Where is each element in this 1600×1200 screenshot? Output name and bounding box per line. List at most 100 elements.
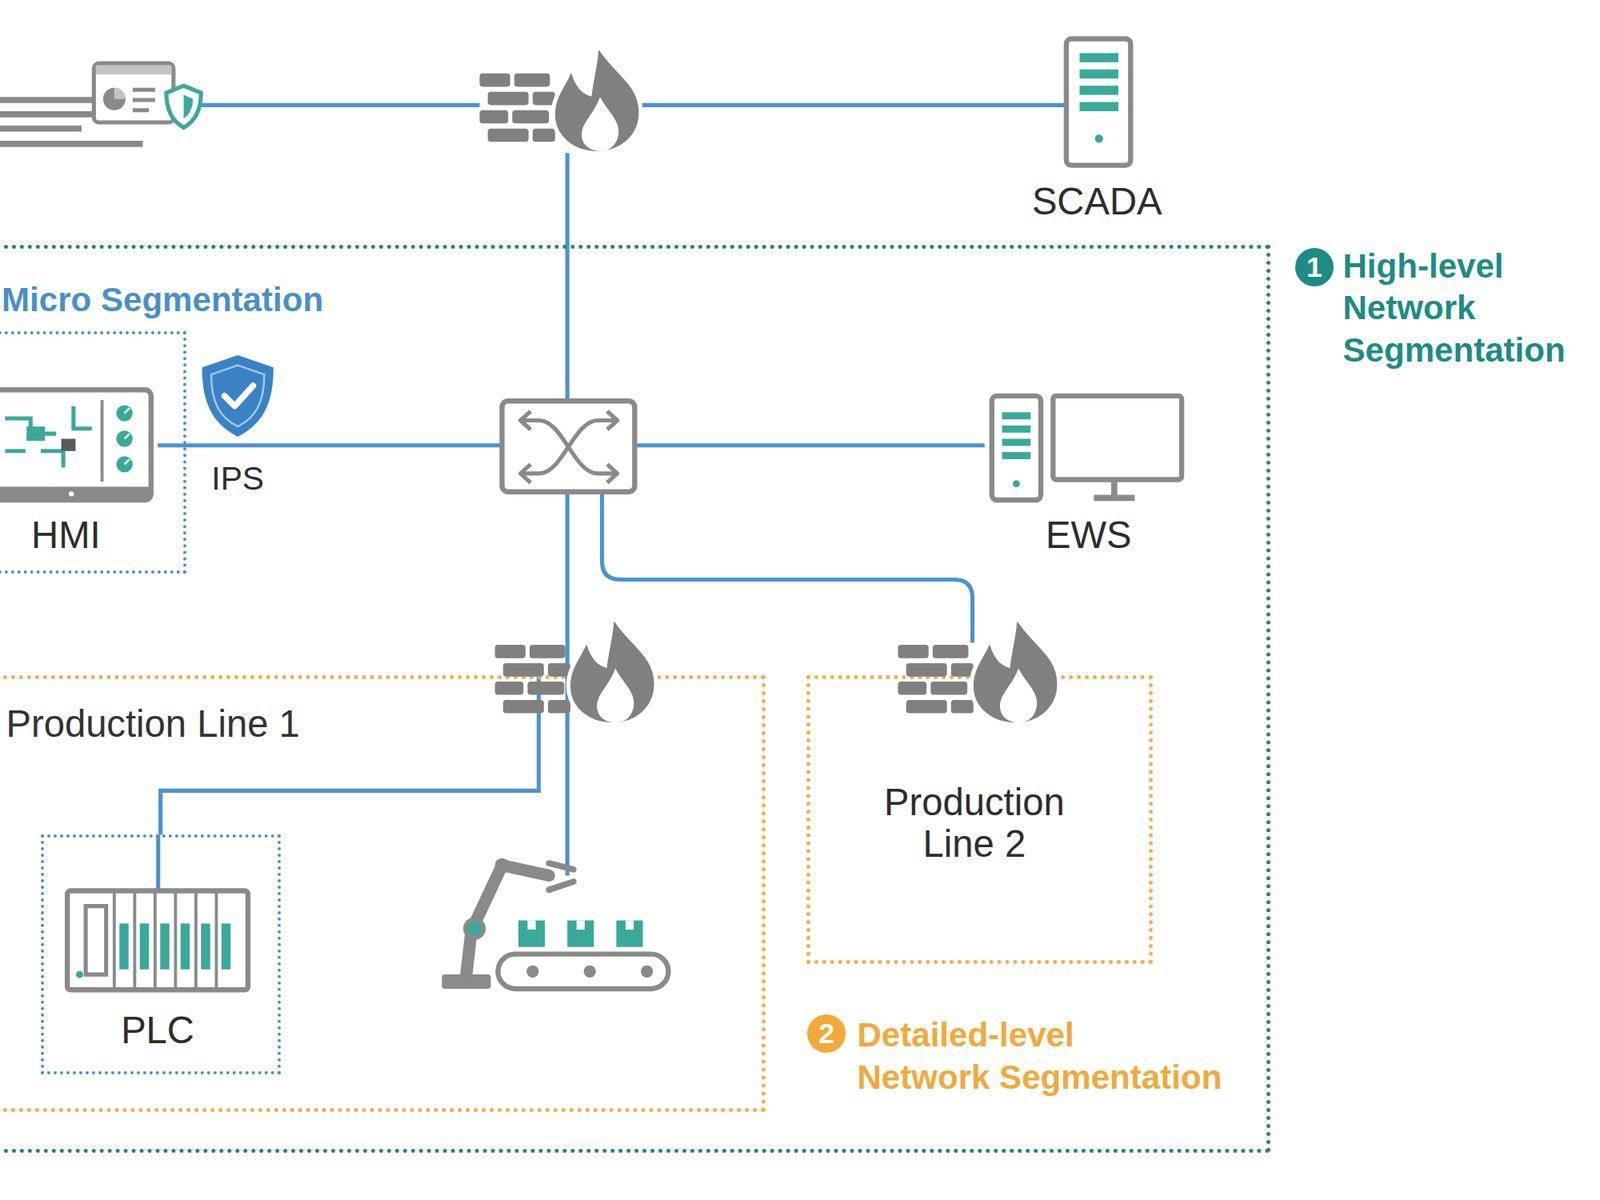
engineering-workstation <box>1012 480 1020 488</box>
node-label: HMI <box>15 512 118 559</box>
robot-arm <box>441 858 668 989</box>
robot-arm <box>640 965 653 978</box>
robot-arm <box>548 863 574 890</box>
engineering-workstation <box>992 396 1041 500</box>
network-link <box>160 675 540 835</box>
callout-number: 1 <box>1295 248 1334 287</box>
robot-arm <box>518 920 545 948</box>
hmi-panel <box>4 406 92 468</box>
plc-rack <box>160 923 169 969</box>
robot-arm <box>567 920 594 948</box>
device-label: IPS <box>186 459 289 499</box>
zone-heading: Detailed-level Network Segmentation <box>856 1016 1222 1096</box>
label-block: Detailed-level Network Segmentation <box>856 1013 1238 1100</box>
robot-arm <box>527 920 634 930</box>
management-console <box>114 88 126 100</box>
node-label: SCADA <box>1010 179 1184 225</box>
hmi-node: HMI <box>0 382 158 561</box>
network-wire <box>565 492 570 876</box>
plc-rack <box>221 923 231 969</box>
plc-rack <box>119 923 128 969</box>
network-wire <box>640 103 1064 108</box>
scada-server <box>1079 52 1118 62</box>
management-console <box>93 63 173 123</box>
callout-number: 2 <box>807 1014 846 1053</box>
zone-heading: Micro Segmentation <box>1 280 324 321</box>
ips-shield <box>224 385 254 407</box>
plc-rack <box>180 923 190 969</box>
hmi-panel <box>100 400 104 482</box>
robot-arm <box>466 865 549 975</box>
robot-arm <box>616 920 643 948</box>
network-wire <box>158 104 1065 891</box>
hmi-panel <box>124 408 130 464</box>
engineering-workstation <box>1002 425 1032 433</box>
wrap-spacer <box>1103 1013 1238 1056</box>
zone-heading: Production Line 1 <box>5 701 300 748</box>
hmi-panel <box>26 426 45 441</box>
ips-shield <box>202 355 274 437</box>
scada-server <box>1066 38 1131 165</box>
plc-rack <box>85 906 107 975</box>
network-wire <box>200 103 480 108</box>
engineering-workstation <box>1002 412 1032 420</box>
scada-server <box>1079 85 1118 95</box>
network-wire <box>565 152 570 401</box>
engineering-workstation <box>1002 452 1032 460</box>
network-switch <box>520 411 618 483</box>
robot-arm <box>465 919 484 938</box>
management-console <box>0 63 201 144</box>
hmi-panel <box>0 389 152 500</box>
network-wire <box>156 834 160 891</box>
robot-arm <box>441 974 491 989</box>
engineering-workstation <box>1093 479 1135 498</box>
management-console <box>96 65 172 75</box>
hmi-panel <box>0 389 152 500</box>
firewall-symbol <box>495 614 657 725</box>
hmi-panel <box>116 404 132 421</box>
scada-server <box>1095 134 1104 143</box>
zone-label: Production Line 2 <box>860 781 1088 865</box>
engineering-workstation <box>1052 396 1182 480</box>
workstation-node: EWS <box>984 388 1189 562</box>
management-console <box>184 95 193 119</box>
hmi-panel <box>68 491 74 496</box>
plc-rack <box>140 923 149 969</box>
hmi-panel <box>116 430 132 447</box>
robot-arm <box>495 858 510 873</box>
micro-segment: Micro SegmentationHMI <box>0 331 187 573</box>
plc-node: PLC <box>40 834 281 1075</box>
ips-shield <box>211 365 264 428</box>
hmi-panel <box>0 486 152 500</box>
firewall-symbol <box>897 614 1060 725</box>
robot-arm <box>584 965 596 978</box>
segmentation-zone: High-level Network SegmentationMicro Seg… <box>0 244 1271 1153</box>
robot-arm <box>497 954 668 989</box>
ips-shield <box>202 355 274 437</box>
engineering-workstation <box>992 396 1182 500</box>
production-zone: Production Line 1 PLC <box>0 675 766 1112</box>
management-console <box>132 89 156 111</box>
management-console <box>166 85 201 128</box>
server-node: SCADA <box>1010 30 1184 227</box>
plc-rack <box>114 891 217 991</box>
plc-rack <box>76 971 84 979</box>
node-label: EWS <box>1037 512 1140 559</box>
plc-rack <box>67 891 248 991</box>
management-console <box>0 100 144 144</box>
production-zone: Production Line 2 <box>806 675 1154 964</box>
plc-rack <box>200 923 210 969</box>
network-switch <box>520 420 618 474</box>
robot-arm <box>526 965 539 978</box>
zone-heading: High-level Network Segmentation <box>1342 245 1596 372</box>
scada-server <box>1079 102 1118 112</box>
engineering-workstation <box>1002 438 1032 446</box>
network-wire <box>602 492 973 644</box>
node-label: PLC <box>106 1008 209 1054</box>
network-link <box>157 443 985 448</box>
